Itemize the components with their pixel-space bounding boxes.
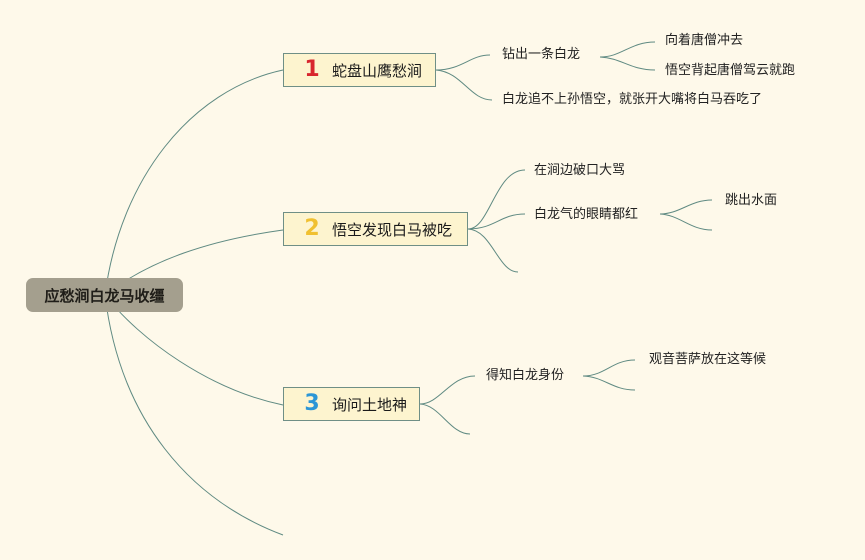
link-b3-leaf1 [419,375,476,405]
link-b2l2-sub2 [659,213,713,231]
link-b2-empty [467,228,519,273]
leaf-node[interactable]: 悟空背起唐僧驾云就跑 [665,63,795,79]
leaf-label: 得知白龙身份 [486,368,565,383]
leaf-node[interactable]: 观音菩萨放在这等候 [649,352,766,368]
leaf-node[interactable]: 白龙气的眼睛都红 [534,207,638,223]
leaf-label: 观音菩萨放在这等候 [649,352,767,367]
root-label: 应愁涧白龙马收缰 [44,286,165,305]
branch-node-1[interactable]: 1 蛇盘山鹰愁涧 [283,53,436,87]
leaf-node[interactable]: 向着唐僧冲去 [665,33,743,49]
link-b1-leaf1 [435,54,491,71]
leaf-label: 在涧边破口大骂 [534,163,626,178]
leaf-node[interactable]: 钻出一条白龙 [502,47,580,63]
number-2-icon: 2 [304,216,320,241]
link-root-empty-branch [104,294,284,536]
root-node[interactable]: 应愁涧白龙马收缰 [26,278,183,312]
link-b2-leaf2 [467,213,526,230]
branch-node-3[interactable]: 3 询问土地神 [283,387,420,421]
link-root-branch-1 [104,69,284,296]
number-3-icon: 3 [304,391,320,416]
link-b1l1-sub2 [599,56,656,71]
leaf-label: 跳出水面 [725,193,778,208]
link-b3l1-sub1 [582,359,636,377]
link-b2-leaf1 [467,169,526,230]
leaf-label: 白龙追不上孙悟空，就张开大嘴将白马吞吃了 [502,92,763,107]
branch-label: 悟空发现白马被吃 [332,220,453,239]
leaf-node[interactable]: 白龙追不上孙悟空，就张开大嘴将白马吞吃了 [502,92,762,108]
leaf-node[interactable]: 跳出水面 [725,193,777,209]
leaf-label: 悟空背起唐僧驾云就跑 [665,63,796,78]
leaf-label: 向着唐僧冲去 [665,33,744,48]
number-1-icon: 1 [304,57,320,82]
leaf-label: 白龙气的眼睛都红 [534,207,639,222]
branch-node-2[interactable]: 2 悟空发现白马被吃 [283,212,468,246]
leaf-node[interactable]: 得知白龙身份 [486,368,564,384]
link-b1l1-sub1 [599,41,656,58]
branch-label: 蛇盘山鹰愁涧 [332,61,423,80]
link-b1-leaf2 [435,69,493,101]
branch-label: 询问土地神 [332,395,408,414]
leaf-label: 钻出一条白龙 [502,47,581,62]
link-b2l2-sub1 [659,199,713,215]
leaf-node[interactable]: 在涧边破口大骂 [534,163,625,179]
link-b3-empty [419,403,471,435]
link-b3l1-sub2 [582,375,636,391]
